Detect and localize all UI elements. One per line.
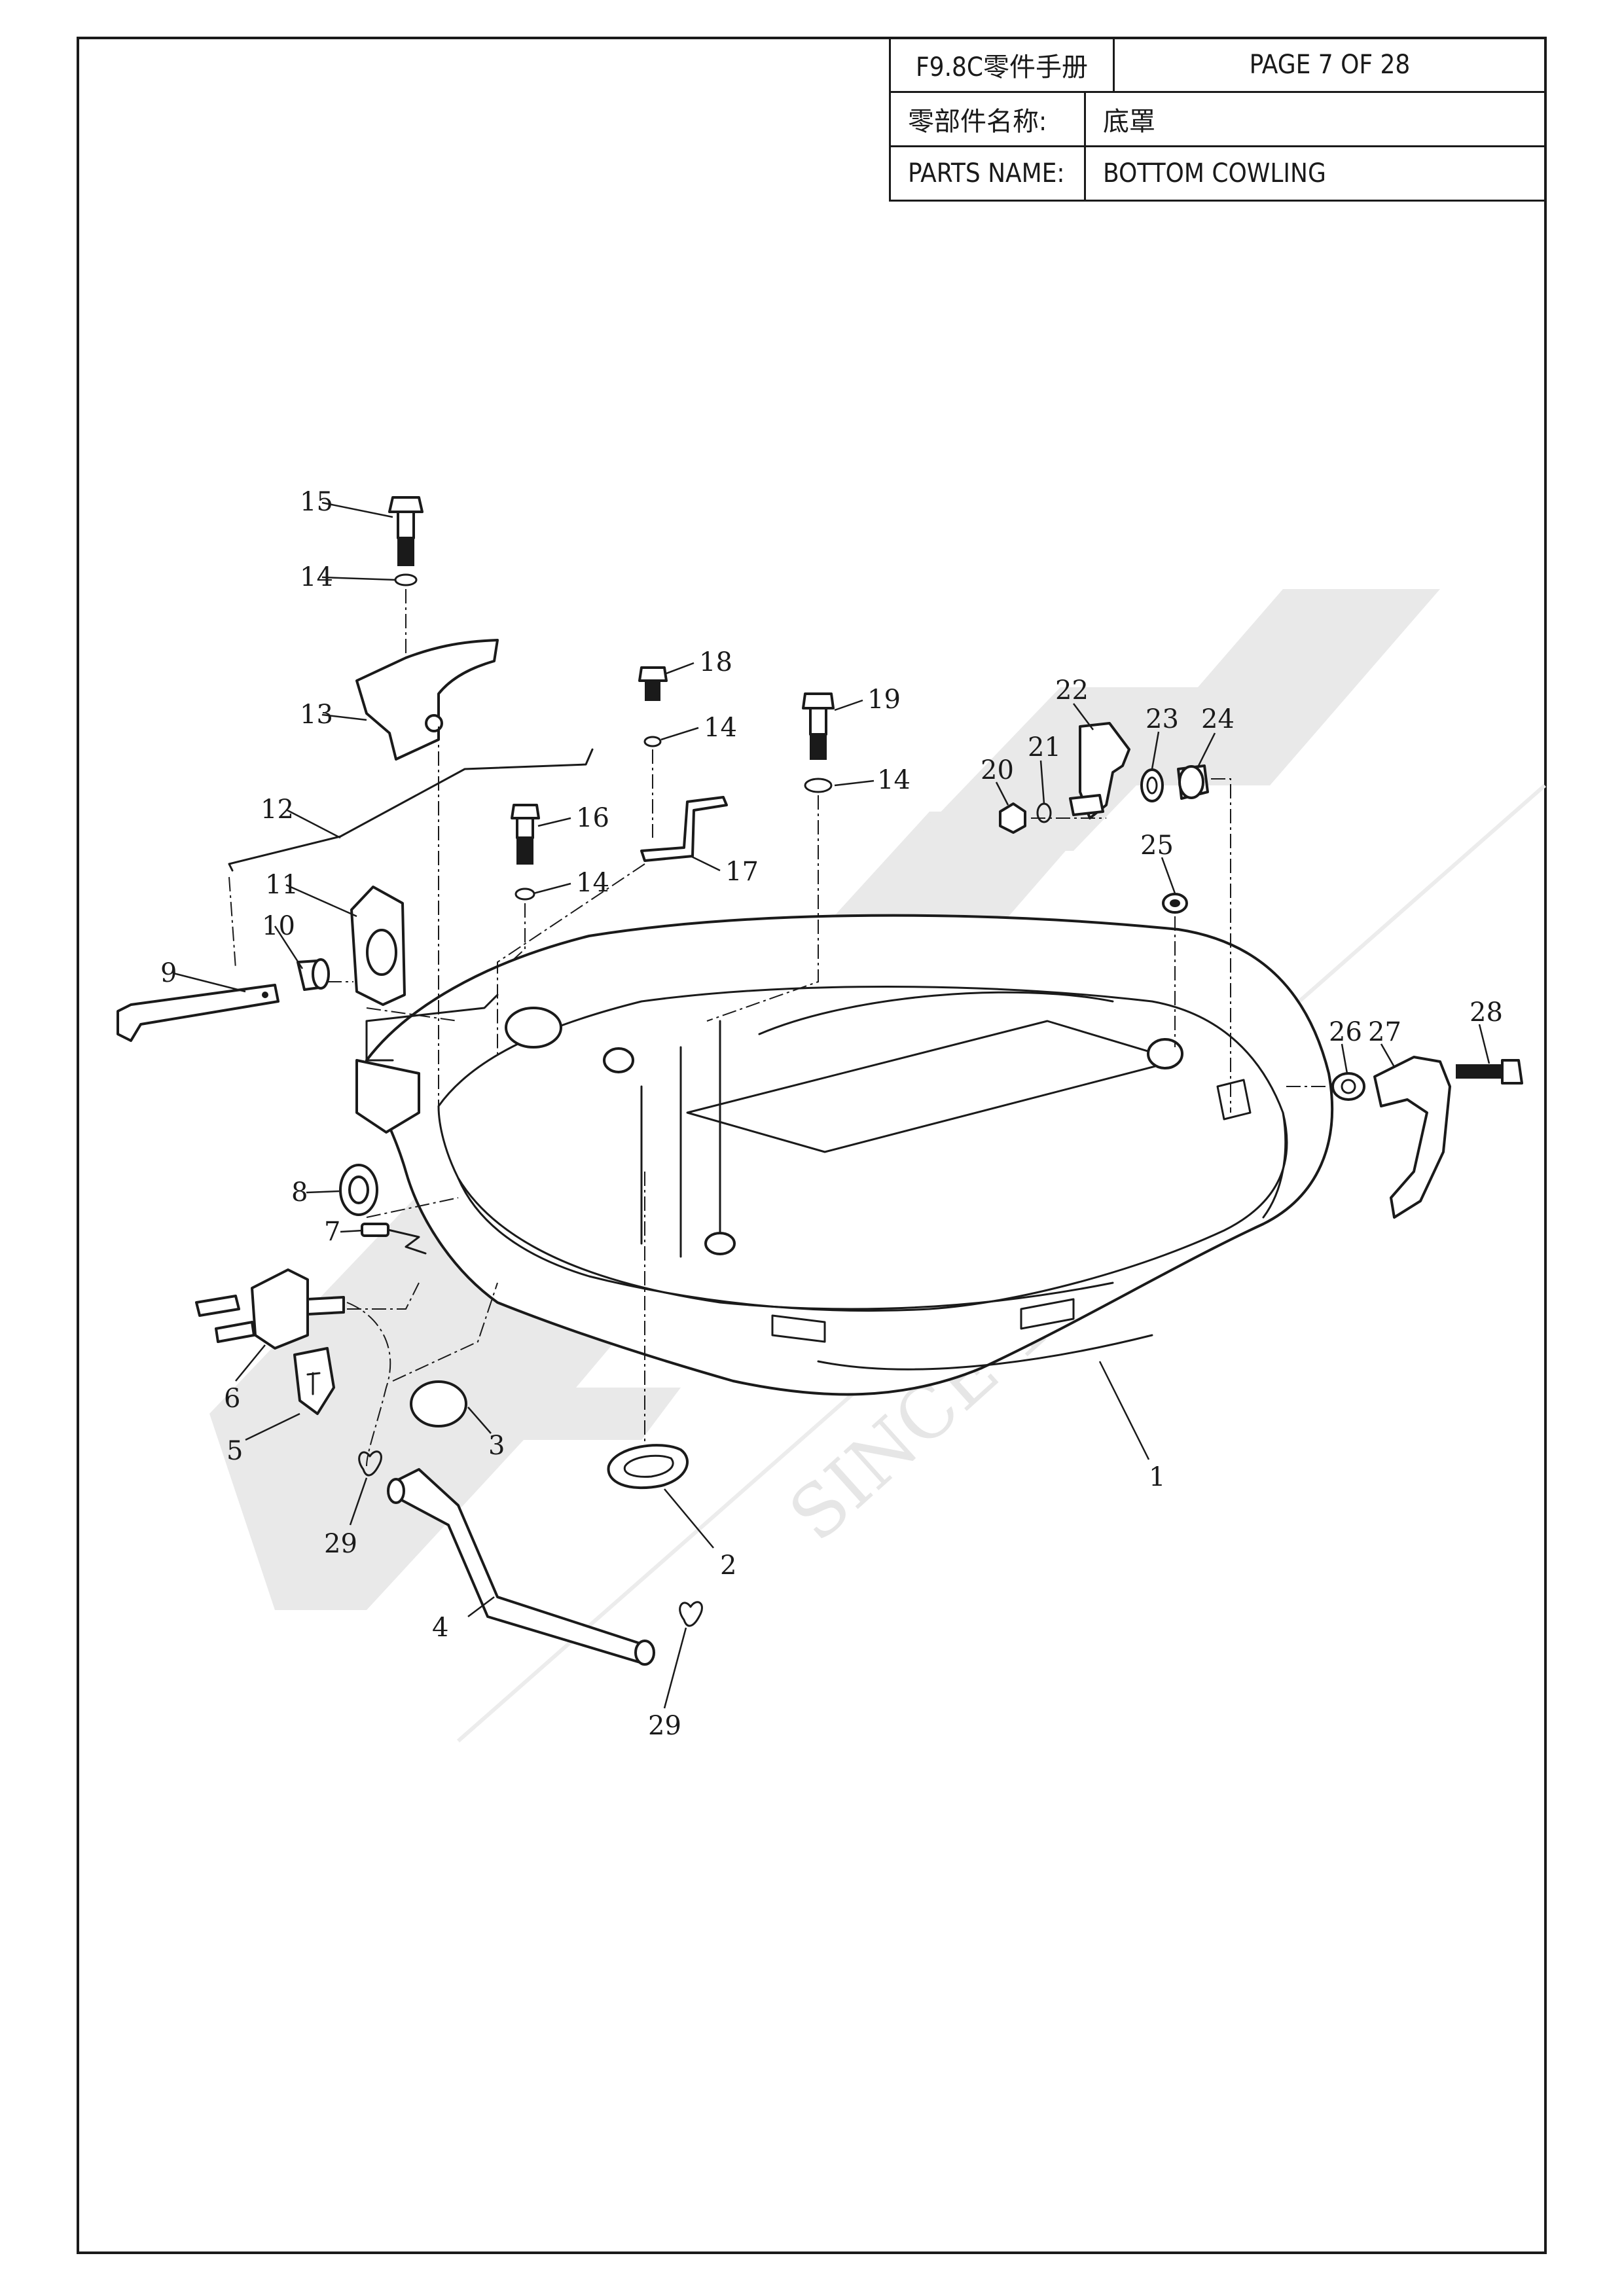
leader-lines	[173, 501, 1490, 1709]
title-block: F9.8C零件手册 PAGE 7 OF 28 零部件名称: 底罩 PARTS N…	[889, 37, 1547, 202]
callout-1: 1	[1149, 1462, 1165, 1492]
parts-name-en-label: PARTS NAME:	[889, 145, 1086, 202]
part-3-cap	[410, 1380, 467, 1427]
callout-14-c: 14	[877, 765, 911, 795]
part-15-bolt	[388, 496, 424, 566]
part-6-fuel-connector	[195, 1268, 345, 1350]
callout-15: 15	[300, 487, 333, 517]
callout-14-d: 14	[576, 868, 609, 898]
part-7-screw	[361, 1223, 427, 1255]
callout-20: 20	[981, 755, 1014, 785]
part-26-bushing	[1331, 1072, 1365, 1101]
part-14-washer-d	[514, 888, 535, 901]
part-29-clamp-a	[358, 1450, 382, 1477]
part-5-plug	[293, 1347, 335, 1415]
part-29-clamp-b	[679, 1601, 703, 1627]
part-8-grommet	[339, 1164, 378, 1216]
part-16-bolt	[511, 804, 540, 865]
callout-17: 17	[725, 857, 759, 887]
part-28-bolt	[1456, 1059, 1523, 1085]
callout-2: 2	[720, 1551, 736, 1581]
part-24-bushing	[1177, 764, 1209, 800]
assembly-alignment-lines	[228, 589, 1329, 1467]
callout-8: 8	[291, 1177, 308, 1208]
callout-3: 3	[488, 1431, 505, 1461]
callout-14-a: 14	[300, 562, 333, 592]
callout-13: 13	[300, 700, 333, 730]
part-14-washer-c	[804, 778, 833, 793]
part-13-bracket	[355, 639, 499, 761]
callout-27: 27	[1368, 1017, 1401, 1047]
part-19-bolt	[802, 692, 835, 760]
callout-16: 16	[576, 803, 609, 833]
part-10-bushing	[297, 958, 330, 991]
callout-19: 19	[867, 685, 901, 715]
part-14-washer-a	[394, 573, 418, 586]
page-label: PAGE 7 OF 28	[1112, 37, 1547, 93]
part-23-washer	[1140, 768, 1164, 802]
callout-6: 6	[224, 1384, 240, 1414]
callout-7: 7	[324, 1217, 340, 1247]
callout-29-b: 29	[648, 1711, 681, 1741]
callout-9: 9	[160, 958, 177, 988]
part-12-rod	[228, 748, 594, 872]
part-17-bracket	[640, 796, 728, 862]
callout-28: 28	[1470, 997, 1503, 1028]
parts-name-cn-label: 零部件名称:	[889, 91, 1086, 147]
callout-22: 22	[1055, 675, 1089, 706]
part-9-shaft	[117, 984, 280, 1042]
callout-11: 11	[265, 870, 298, 900]
callout-18: 18	[699, 647, 732, 677]
callout-29-a: 29	[324, 1529, 357, 1559]
callout-24: 24	[1201, 704, 1235, 734]
callout-23: 23	[1146, 704, 1179, 734]
callout-21: 21	[1028, 732, 1061, 762]
parts-name-cn-value: 底罩	[1084, 91, 1547, 147]
part-20-nut	[999, 802, 1026, 834]
callout-labels: 15 14 13 12 11 10 9 8 7 6 5 3 2 4 29 29 …	[160, 487, 1503, 1741]
callout-25: 25	[1140, 831, 1174, 861]
parts-name-en-value: BOTTOM COWLING	[1084, 145, 1547, 202]
part-11-grommet-plate	[350, 886, 406, 1006]
part-2-seal	[607, 1444, 689, 1490]
part-25-nut	[1162, 893, 1188, 914]
part-22-latch-lever	[1069, 722, 1130, 819]
part-4-hose	[387, 1468, 655, 1666]
callout-12: 12	[261, 795, 294, 825]
callout-5: 5	[226, 1436, 243, 1466]
part-14-washer-b	[643, 736, 662, 747]
callout-14-b: 14	[704, 713, 737, 743]
part-18-bolt	[638, 666, 668, 701]
bottom-cowling-body	[355, 914, 1334, 1396]
part-27-latch-hook	[1373, 1056, 1451, 1219]
callout-10: 10	[262, 911, 295, 941]
callout-4: 4	[432, 1613, 448, 1643]
callout-26: 26	[1329, 1017, 1362, 1047]
drawing-border	[77, 37, 1547, 2254]
manual-title: F9.8C零件手册	[889, 37, 1115, 93]
